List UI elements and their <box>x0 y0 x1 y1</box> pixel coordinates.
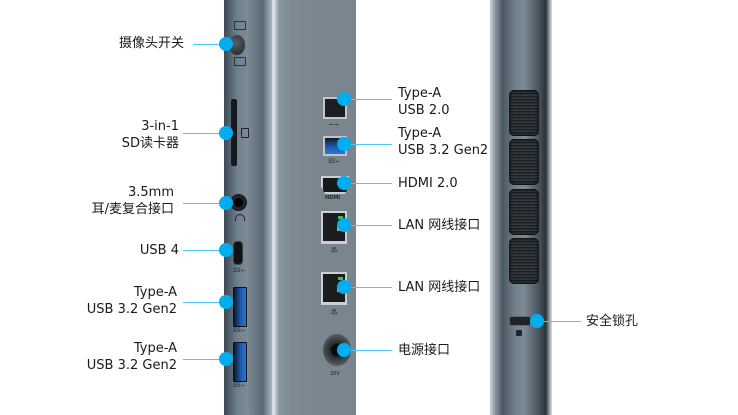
vent-grille <box>509 139 539 185</box>
callout-dot <box>530 314 544 328</box>
label-lan-1: LAN 网线接口 <box>398 218 481 233</box>
callout-dot <box>337 343 351 357</box>
label-security-lock: 安全锁孔 <box>586 314 639 329</box>
callout-dot <box>219 126 233 140</box>
usba-port <box>233 342 247 382</box>
label-usb4: USB 4 <box>139 243 179 258</box>
dock-front-panel <box>276 0 326 415</box>
superspeed-icon: SS⭠ <box>233 327 246 334</box>
callout-line <box>183 359 223 360</box>
callout-line <box>345 144 392 145</box>
vent-grille <box>509 90 539 136</box>
callout-line <box>183 203 223 204</box>
label-camera-switch: 摄像头开关 <box>118 36 184 51</box>
label-usba-1: Type-A USB 3.2 Gen2 <box>86 285 177 317</box>
callout-dot <box>219 243 233 257</box>
callout-line <box>345 183 392 184</box>
superspeed-icon: SS⭠ <box>328 158 341 165</box>
label-usb2: Type-A USB 2.0 <box>398 86 450 118</box>
callout-line <box>183 302 223 303</box>
label-audio-jack: 3.5mm 耳/麦复合接口 <box>91 185 174 217</box>
callout-dot <box>337 280 351 294</box>
usba-port <box>233 287 247 327</box>
vent-grille <box>509 189 539 235</box>
callout-dot <box>337 176 351 190</box>
callout-dot <box>219 196 233 210</box>
callout-dot <box>337 92 351 106</box>
hdmi-icon: HDMI <box>325 195 341 201</box>
callout-line <box>345 287 392 288</box>
label-usba-2: Type-A USB 3.2 Gen2 <box>86 341 177 373</box>
sd-card-slot <box>231 99 237 166</box>
label-power: 电源接口 <box>398 343 451 358</box>
audio-jack <box>230 194 247 211</box>
label-lan-2: LAN 网线接口 <box>398 280 481 295</box>
callout-dot <box>219 352 233 366</box>
callout-line <box>345 350 392 351</box>
callout-line <box>345 99 392 100</box>
camera-on-icon <box>234 21 246 30</box>
security-lock-slot <box>509 316 531 326</box>
power-rating-icon: 20V <box>330 371 340 377</box>
network-icon: 品 <box>331 309 338 316</box>
callout-line <box>183 133 223 134</box>
label-sd-reader: 3-in-1 SD读卡器 <box>121 119 179 151</box>
superspeed-icon: SS⭠ <box>233 267 246 274</box>
usb-icon: ⭠⭢ <box>329 121 339 128</box>
vent-grille <box>509 238 539 284</box>
camera-switch <box>229 35 245 55</box>
callout-line <box>345 225 392 226</box>
label-usb3: Type-A USB 3.2 Gen2 <box>398 126 489 158</box>
callout-line <box>193 44 231 45</box>
callout-line <box>183 250 223 251</box>
network-icon: 品 <box>331 247 338 254</box>
camera-off-icon <box>234 57 246 66</box>
sd-card-icon <box>241 128 249 138</box>
callout-dot <box>337 137 351 151</box>
callout-dot <box>219 295 233 309</box>
superspeed-icon: SS⭠ <box>233 382 246 389</box>
label-hdmi: HDMI 2.0 <box>398 176 458 191</box>
callout-dot <box>219 37 233 51</box>
callout-dot <box>337 218 351 232</box>
callout-line <box>540 321 581 322</box>
lock-icon <box>516 330 522 336</box>
dock-edge <box>272 0 275 415</box>
usb4-port <box>233 241 243 265</box>
headphone-icon <box>235 214 245 221</box>
